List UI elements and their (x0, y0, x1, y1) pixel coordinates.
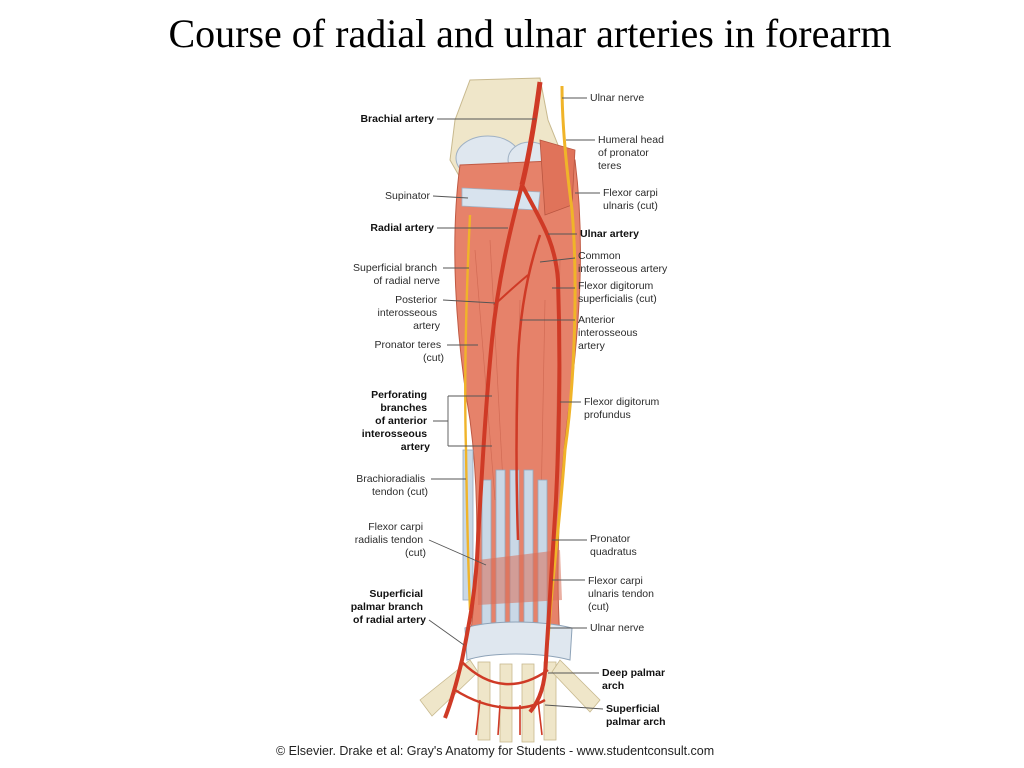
digital-arteries (475, 699, 543, 736)
label-anterior-interosseous-artery: Anterior interosseous artery (578, 314, 640, 352)
label-humeral-head-pronator-teres: Humeral head of pronator teres (598, 134, 667, 172)
brachial-artery-vessel (519, 81, 543, 186)
label-deep-palmar-arch: Deep palmar arch (602, 667, 668, 692)
slide-title: Course of radial and ulnar arteries in f… (168, 11, 892, 56)
label-supinator: Supinator (385, 190, 430, 202)
label-ulnar-artery: Ulnar artery (580, 228, 639, 240)
posterior-interosseous-vessel (493, 274, 529, 306)
ulnar-artery-vessel (520, 184, 562, 714)
label-superficial-palmar-branch: Superficial palmar branch of radial arte… (351, 588, 426, 626)
label-brachial-artery: Brachial artery (360, 113, 434, 125)
label-posterior-interosseous-artery: Posterior interosseous artery (378, 294, 441, 332)
label-ulnar-nerve-top: Ulnar nerve (590, 92, 644, 104)
ulnar-nerve (546, 85, 577, 641)
deep-palmar-arch-vessel (461, 661, 549, 686)
label-perforating-branches: Perforating branches of anterior interos… (362, 389, 430, 453)
label-flexor-carpi-radialis-tendon: Flexor carpi radialis tendon (cut) (355, 521, 426, 559)
label-superficial-palmar-arch: Superficial palmar arch (606, 703, 666, 728)
copyright-credit: © Elsevier. Drake et al: Gray's Anatomy … (276, 744, 715, 758)
label-flexor-carpi-ulnaris-cut: Flexor carpi ulnaris (cut) (603, 187, 661, 212)
label-brachioradialis-tendon: Brachioradialis tendon (cut) (356, 473, 428, 498)
label-superficial-branch-radial-nerve: Superficial branch of radial nerve (353, 262, 440, 287)
left-labels: Brachial artery Supinator Radial artery … (351, 113, 536, 646)
label-flexor-digitorum-profundus: Flexor digitorum profundus (584, 396, 662, 421)
label-flexor-digitorum-superficialis: Flexor digitorum superficialis (cut) (578, 280, 657, 305)
hand-bones (419, 659, 601, 743)
label-flexor-carpi-ulnaris-tendon: Flexor carpi ulnaris tendon (cut) (588, 575, 657, 613)
forearm-drawing (419, 77, 601, 743)
label-pronator-quadratus: Pronator quadratus (590, 533, 637, 558)
label-common-interosseous-artery: Common interosseous artery (578, 250, 668, 275)
label-pronator-teres-cut: Pronator teres (cut) (375, 339, 444, 364)
radial-artery-vessel (443, 184, 524, 719)
right-labels: Ulnar nerve Humeral head of pronator ter… (520, 92, 668, 728)
interosseous-artery-vessel (515, 234, 542, 541)
label-ulnar-nerve-bottom: Ulnar nerve (590, 622, 644, 634)
label-radial-artery: Radial artery (370, 222, 434, 234)
pronator-quadratus (478, 550, 562, 605)
superficial-radial-nerve (464, 214, 472, 611)
